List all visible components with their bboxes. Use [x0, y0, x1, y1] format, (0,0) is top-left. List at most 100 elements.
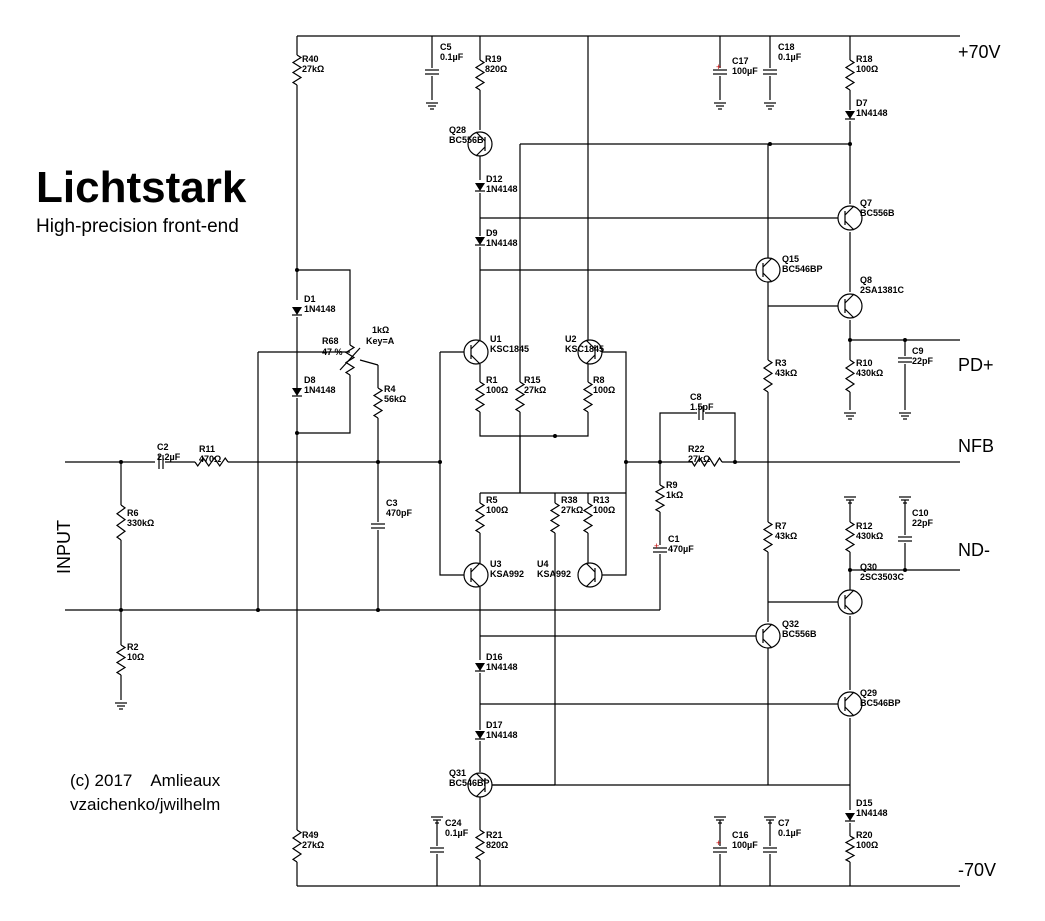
transistor-symbol: [837, 205, 863, 231]
junction-dot: [553, 434, 557, 438]
polarity-mark: +: [654, 541, 659, 551]
component-value: 43kΩ: [775, 368, 797, 378]
component-ref: R2: [127, 642, 139, 652]
junction-dot: [848, 568, 852, 572]
port-nfb: NFB: [958, 436, 994, 456]
component-value: 2.2µF: [157, 452, 181, 462]
component-value: BC556B: [782, 629, 817, 639]
component-value: 0.1µF: [778, 828, 802, 838]
component-value: 27kΩ: [561, 505, 583, 515]
component-value: 22pF: [912, 356, 934, 366]
component-value: 27kΩ: [302, 840, 324, 850]
transistor-lead: [585, 354, 596, 365]
component-value: BC546BP: [860, 698, 901, 708]
resistor-symbol: [691, 456, 723, 468]
component-ref: R40: [302, 54, 319, 64]
resistor-symbol: [844, 521, 856, 553]
transistor-symbol: [577, 339, 603, 365]
polarity-mark: +: [716, 62, 721, 72]
potentiometer-wiper: [339, 347, 361, 371]
component-ref: C10: [912, 508, 929, 518]
component-ref: R19: [485, 54, 502, 64]
wire: [479, 412, 589, 437]
transistor-symbol: [463, 562, 489, 588]
component-value: 100Ω: [856, 840, 878, 850]
resistor-symbol: [654, 484, 666, 513]
component-ref: Q30: [860, 562, 877, 572]
component-ref: D16: [486, 652, 503, 662]
transistor-lead: [470, 339, 481, 350]
component-value: 100Ω: [486, 505, 508, 515]
resistor-symbol: [762, 359, 774, 393]
transistor-lead: [844, 205, 855, 216]
component-value: 0.1µF: [440, 52, 464, 62]
resistor-symbol: [194, 456, 229, 468]
resistor-symbol: [549, 502, 561, 534]
diode-symbol: [292, 307, 302, 315]
component-value: 1.5pF: [690, 402, 714, 412]
pot-setting: 47 %: [322, 347, 343, 357]
component-value: 430kΩ: [856, 368, 883, 378]
component-value: KSC1845: [565, 344, 604, 354]
resistor-symbol: [582, 502, 594, 534]
component-ref: Q7: [860, 198, 872, 208]
component-ref: C9: [912, 346, 924, 356]
port-pd-plus: PD+: [958, 355, 994, 375]
component-ref: R11: [199, 444, 215, 454]
resistor-symbol: [474, 59, 486, 91]
component-ref: R12: [856, 521, 873, 531]
credit-line-1: (c) 2017 Amlieaux: [70, 771, 221, 790]
resistor-symbol: [762, 521, 774, 553]
component-ref: U3: [490, 559, 502, 569]
diode-symbol: [475, 731, 485, 739]
wire: [849, 320, 960, 341]
component-ref: Q8: [860, 275, 872, 285]
pot-value: 1kΩ: [372, 325, 389, 335]
resistor-symbol: [474, 502, 486, 534]
component-value: 100µF: [732, 840, 758, 850]
resistor-symbol: [844, 359, 856, 393]
diode-symbol: [475, 183, 485, 191]
transistor-lead: [470, 562, 481, 573]
component-value: 22pF: [912, 518, 934, 528]
component-ref: R22: [688, 444, 705, 454]
component-ref: Q32: [782, 619, 799, 629]
credit-line-2: vzaichenko/jwilhelm: [70, 795, 220, 814]
component-ref: R13: [593, 495, 610, 505]
resistor-symbol: [514, 381, 526, 413]
port-input: INPUT: [54, 520, 74, 574]
transistor-lead: [762, 272, 773, 283]
component-ref: D15: [856, 798, 873, 808]
transistor-lead: [585, 339, 596, 350]
transistor-symbol: [837, 589, 863, 615]
rail-negative-label: -70V: [958, 860, 996, 880]
component-ref: D12: [486, 174, 503, 184]
resistor-symbol: [582, 381, 594, 413]
component-value: BC556B: [860, 208, 895, 218]
transistor-symbol: [463, 339, 489, 365]
transistor-symbol: [837, 691, 863, 717]
wires: [65, 35, 960, 887]
component-value: 820Ω: [485, 64, 507, 74]
component-value: 470pF: [386, 508, 413, 518]
transistor-lead: [844, 691, 855, 702]
transistor-lead: [475, 772, 486, 783]
transistor-symbol: [837, 293, 863, 319]
component-value: 2SC3503C: [860, 572, 905, 582]
junction-dot: [768, 142, 772, 146]
component-ref: Q15: [782, 254, 799, 264]
resistor-symbol: [844, 835, 856, 863]
component-value: 1N4148: [486, 662, 518, 672]
component-ref: Q28: [449, 125, 466, 135]
component-ref: U1: [490, 334, 502, 344]
junction-dot: [624, 460, 628, 464]
component-ref: C17: [732, 56, 749, 66]
component-value: KSC1845: [490, 344, 529, 354]
component-ref: D9: [486, 228, 498, 238]
component-ref: R10: [856, 358, 873, 368]
component-value: 0.1µF: [445, 828, 469, 838]
pot-key: Key=A: [366, 336, 395, 346]
component-value: 10Ω: [127, 652, 144, 662]
component-value: BC546BP: [449, 778, 490, 788]
resistor-symbol: [844, 59, 856, 91]
